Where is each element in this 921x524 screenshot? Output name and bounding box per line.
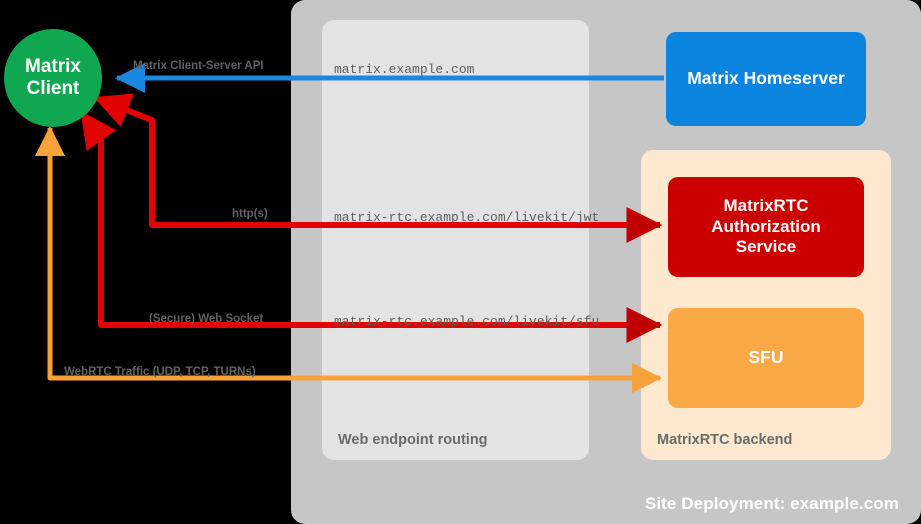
edge-label-cs-api: Matrix Client-Server API	[133, 60, 264, 72]
site-deployment-label: Site Deployment: example.com	[644, 494, 899, 513]
edge-https-line-left	[93, 93, 155, 132]
auth-line2: Authorization	[711, 216, 821, 236]
node-matrix-client-line2: Client	[26, 78, 80, 99]
edge-label-https: http(s)	[232, 208, 268, 220]
node-matrix-client-line1: Matrix	[25, 55, 81, 77]
auth-line1: MatrixRTC	[723, 195, 809, 215]
edge-websocket-line-left	[79, 111, 117, 151]
node-authorization-service-label: MatrixRTC Authorization Service	[711, 196, 821, 258]
web-endpoint-routing-container: Web endpoint routing	[322, 20, 589, 460]
endpoint-label-livekit-jwt: matrix-rtc.example.com/livekit/jwt	[334, 210, 600, 225]
web-endpoint-routing-label: Web endpoint routing	[338, 432, 488, 448]
endpoint-label-livekit-sfu: matrix-rtc.example.com/livekit/sfu	[334, 314, 600, 329]
matrixrtc-backend-label: MatrixRTC backend	[657, 432, 793, 448]
node-sfu-label: SFU	[748, 347, 784, 368]
node-matrix-client[interactable]: Matrix Client	[4, 29, 102, 127]
node-sfu[interactable]: SFU	[668, 308, 864, 408]
node-matrix-homeserver-label: Matrix Homeserver	[687, 68, 845, 89]
node-matrix-homeserver[interactable]: Matrix Homeserver	[666, 32, 866, 126]
node-matrixrtc-authorization-service[interactable]: MatrixRTC Authorization Service	[668, 177, 864, 277]
edge-label-webrtc: WebRTC Traffic (UDP, TCP, TURNs)	[64, 366, 256, 378]
endpoint-label-matrix: matrix.example.com	[334, 62, 475, 77]
auth-line3: Service	[735, 237, 797, 257]
edge-label-websocket: (Secure) Web Socket	[149, 313, 264, 325]
